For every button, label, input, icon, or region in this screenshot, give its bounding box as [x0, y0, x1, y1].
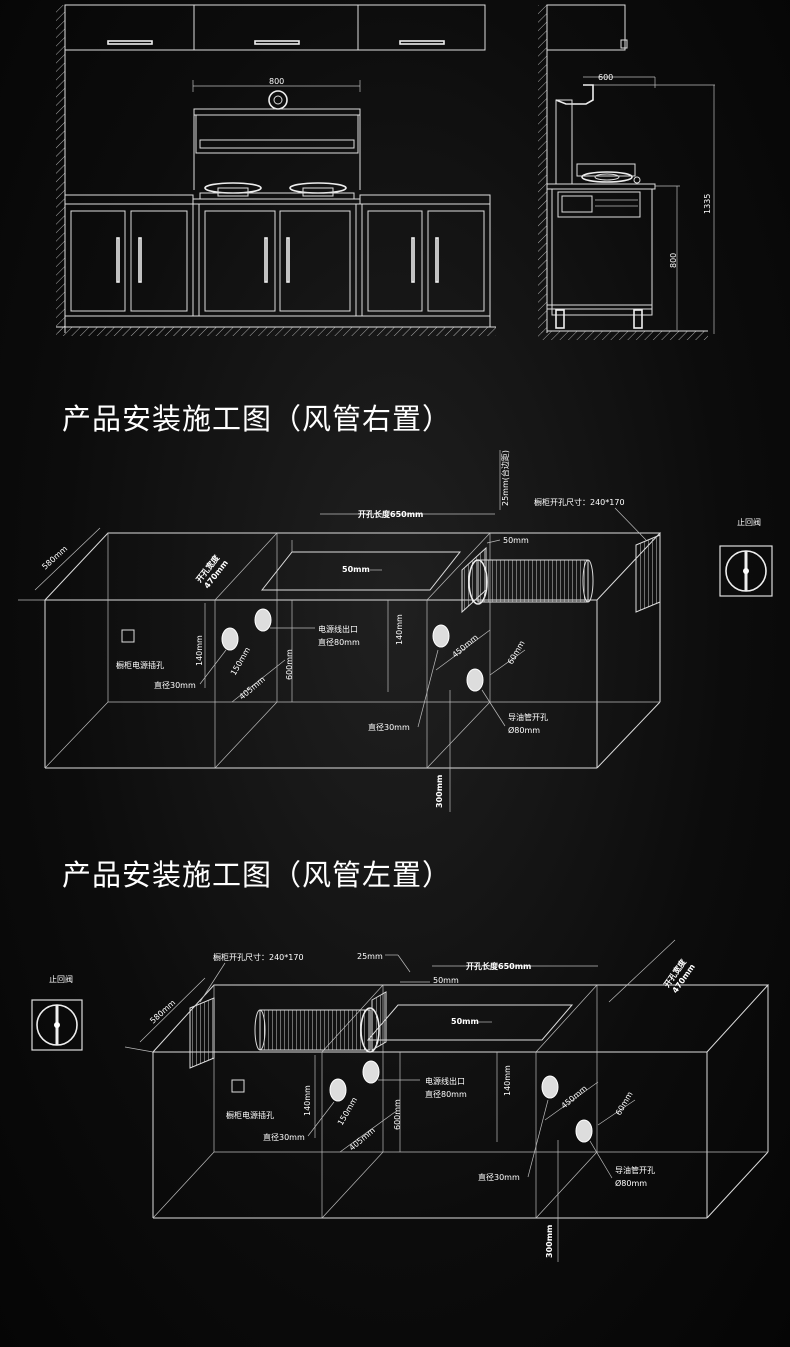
oil-pipe-hole-left	[575, 1119, 593, 1143]
oil-pipe-dia: Ø80mm	[508, 725, 540, 735]
depth-label: 580mm	[40, 544, 69, 571]
dim-140-right: 140mm	[395, 614, 404, 645]
side-height-label: 1335	[703, 194, 712, 214]
dim-450-2: 450mm	[560, 1084, 590, 1111]
gap-label: 50mm	[503, 536, 529, 545]
dim-140-right-2: 140mm	[503, 1065, 512, 1096]
hole-power-left-2	[362, 1060, 380, 1084]
dim-300-2: 300mm	[545, 1225, 554, 1258]
dim-300: 300mm	[435, 775, 444, 808]
cabinet-vent-grille	[635, 534, 661, 613]
front-elevation: 800	[56, 4, 496, 336]
power-outlet-dia: 直径80mm	[318, 637, 360, 647]
oil-pipe-hole	[466, 668, 484, 692]
cabinet-box-left	[124, 984, 770, 1219]
valve-label-left: 止回阀	[49, 974, 73, 984]
power-outlet-label-left: 电源线出口	[425, 1076, 465, 1086]
dim-405: 405mm	[238, 675, 268, 702]
power-socket-label-left: 橱柜电源插孔	[226, 1110, 274, 1120]
dim-405-2: 405mm	[348, 1126, 378, 1153]
dim-600-2: 600mm	[393, 1099, 402, 1130]
cabinet-vent-grille-left	[189, 997, 215, 1069]
valve-label: 止回阀	[737, 517, 761, 527]
cabinet-hole-label-left: 橱柜开孔尺寸：240*170	[213, 952, 304, 962]
dia30-left-2: 直径30mm	[263, 1132, 305, 1142]
dim-60: 60mm	[506, 639, 527, 666]
dim-150: 150mm	[229, 646, 252, 677]
dim-140-left: 140mm	[195, 635, 204, 666]
dia30-right: 直径30mm	[368, 722, 410, 732]
flex-duct-left	[254, 991, 387, 1053]
dim-600: 600mm	[285, 649, 294, 680]
power-socket-icon	[121, 629, 135, 643]
section-title-duct-left: 产品安装施工图（风管左置）	[62, 858, 453, 892]
margin-label: 25mm(台边距)	[500, 450, 510, 506]
install-diagram-duct-right: 50mm 开孔长度650mm 开孔宽度470mm 580mm 25mm(台边距)…	[18, 450, 773, 812]
cut-width-label: 开孔宽度470mm	[194, 552, 230, 591]
oil-pipe-label: 导油管开孔	[508, 712, 548, 722]
power-socket-label: 橱柜电源插孔	[116, 660, 164, 670]
oil-pipe-dia-left: Ø80mm	[615, 1178, 647, 1188]
oil-pipe-label-left: 导油管开孔	[615, 1165, 655, 1175]
check-valve-icon-left: 止回阀	[31, 974, 83, 1051]
cut-width-label-left: 开孔宽度470mm	[661, 956, 697, 995]
dia30-left: 直径30mm	[154, 680, 196, 690]
hole-power-left-1	[329, 1078, 347, 1102]
dia30-right-2: 直径30mm	[478, 1172, 520, 1182]
side-depth-label: 600	[598, 73, 613, 82]
dim-450: 450mm	[451, 633, 481, 660]
side-elevation: 600 1335 800	[538, 4, 715, 340]
margin-label-left: 25mm	[357, 952, 383, 961]
install-diagram-duct-left: 50mm 开孔长度650mm 开孔宽度470mm 580mm 25mm 50mm…	[31, 939, 770, 1262]
hole-power-left	[221, 608, 272, 651]
gap-label-inner-left: 50mm	[451, 1017, 479, 1026]
power-socket-icon-left	[231, 1079, 245, 1093]
flex-duct	[461, 546, 594, 614]
cut-length-label: 开孔长度650mm	[358, 509, 423, 519]
dim-140-left-2: 140mm	[303, 1085, 312, 1116]
hole-right-upper-left	[541, 1075, 559, 1099]
cut-length-label-left: 开孔长度650mm	[466, 961, 531, 971]
front-width-label: 800	[269, 77, 284, 86]
power-outlet-label: 电源线出口	[318, 624, 358, 634]
dim-60-2: 60mm	[614, 1090, 635, 1117]
gap-label-inner: 50mm	[342, 565, 370, 574]
hole-right-upper	[432, 624, 450, 648]
depth-label-left: 580mm	[148, 998, 177, 1025]
top-elevation-drawings: 800	[56, 4, 715, 340]
check-valve-icon: 止回阀	[719, 517, 773, 597]
side-counter-label: 800	[669, 253, 678, 268]
section-title-duct-right: 产品安装施工图（风管右置）	[62, 402, 453, 436]
cabinet-hole-label: 橱柜开孔尺寸：240*170	[534, 497, 625, 507]
gap-label-left: 50mm	[433, 976, 459, 985]
power-outlet-dia-left: 直径80mm	[425, 1089, 467, 1099]
